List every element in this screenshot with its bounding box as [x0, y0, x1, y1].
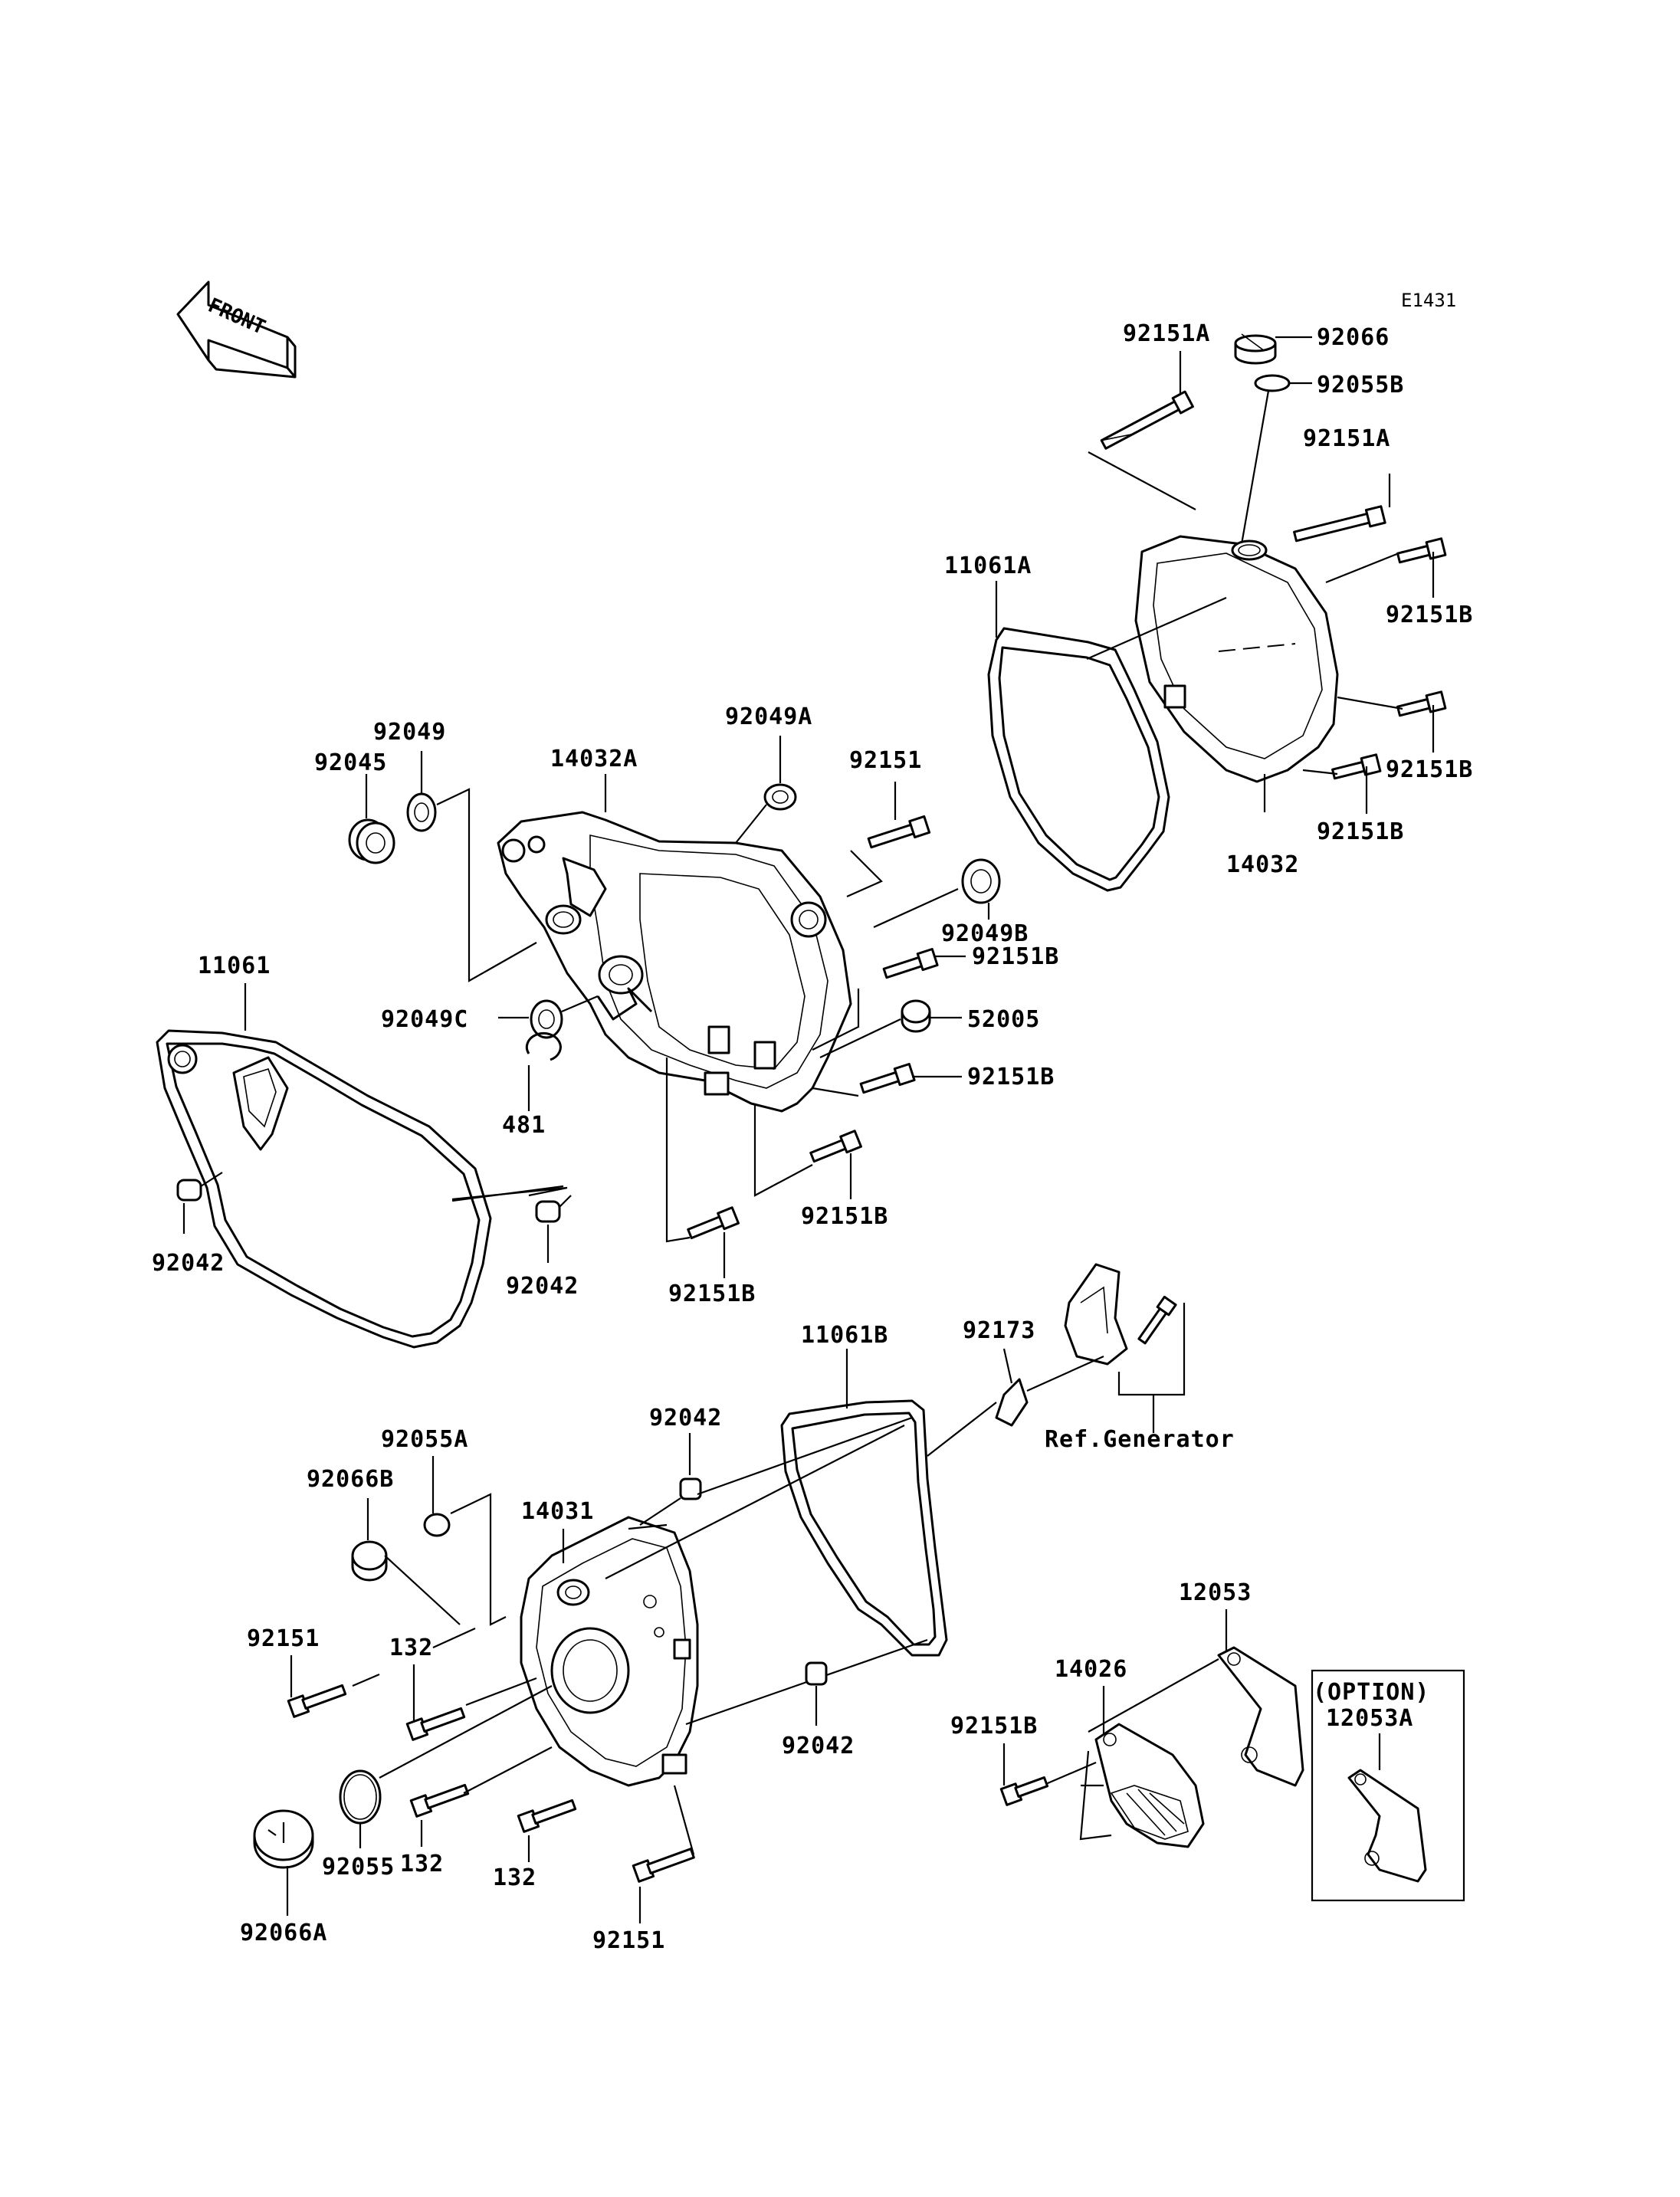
part-label: 92151B	[1386, 756, 1473, 783]
circlip-icon	[525, 1031, 562, 1061]
part-label: 92045	[314, 749, 387, 776]
pickup-coil-icon	[1064, 1263, 1128, 1366]
part-labels: 92151A 92066 92055B 92151A 11061A 92151B…	[152, 320, 1473, 1954]
part-label: 14032	[1226, 851, 1299, 878]
part-label: 92055A	[381, 1426, 468, 1453]
part-label: 92151B	[801, 1203, 888, 1230]
part-label: 14032A	[550, 746, 638, 772]
part-label: 132	[493, 1864, 536, 1891]
option-label: (OPTION)	[1313, 1679, 1430, 1706]
part-label: 92042	[506, 1273, 579, 1300]
part-label: 92042	[649, 1405, 722, 1431]
part-label: 52005	[967, 1006, 1040, 1033]
part-label: 92151	[849, 747, 922, 774]
part-label: 92066B	[307, 1466, 394, 1493]
part-label: 14026	[1055, 1656, 1127, 1683]
clutch-cover-shape	[1134, 535, 1339, 783]
timing-cap-icon	[253, 1809, 314, 1869]
part-label: 92151	[247, 1625, 320, 1652]
part-label: 92151B	[972, 943, 1059, 970]
part-label: 12053A	[1326, 1705, 1413, 1732]
part-label: 92151A	[1303, 425, 1390, 452]
bushing-icon	[901, 999, 931, 1033]
generator-cover-group	[253, 1263, 1465, 1923]
part-label: 11061B	[801, 1322, 888, 1349]
part-label: 481	[502, 1112, 546, 1139]
clutch-cover-inner-shape	[497, 811, 852, 1113]
part-label: 92042	[782, 1733, 855, 1759]
oil-filler-plug-icon	[1234, 333, 1277, 365]
cover-plate-icon	[1217, 1646, 1304, 1787]
part-label: 92055B	[1317, 372, 1404, 398]
clamp-icon	[995, 1378, 1029, 1427]
part-label: 92151B	[1386, 602, 1473, 628]
dowel-pin-icon	[535, 1200, 561, 1223]
part-label: 92049A	[725, 703, 812, 730]
part-label: 92049B	[941, 920, 1029, 947]
part-label: 92066	[1317, 324, 1390, 351]
part-label: 92049C	[381, 1006, 468, 1033]
option-plate-icon	[1347, 1769, 1427, 1883]
clutch-cover-gasket-shape	[987, 627, 1170, 892]
part-label: 132	[400, 1851, 444, 1877]
reference-label: Ref.Generator	[1045, 1426, 1235, 1453]
part-label: 92151B	[950, 1713, 1038, 1740]
part-label: 92151	[592, 1927, 665, 1954]
part-label: 11061	[198, 953, 271, 979]
part-label: 92049	[373, 719, 446, 746]
part-label: 14031	[521, 1498, 594, 1525]
part-label: 92151B	[967, 1064, 1055, 1090]
part-label: 92151B	[668, 1280, 756, 1307]
part-label: 92066A	[240, 1920, 327, 1946]
gasket-11061B-shape	[780, 1399, 948, 1657]
cover-14026-icon	[1094, 1723, 1205, 1848]
part-label: 92173	[963, 1317, 1035, 1344]
part-label: 132	[389, 1635, 433, 1661]
dowel-pin-icon	[176, 1179, 202, 1202]
front-arrow-icon: FRONT	[176, 280, 297, 379]
diagram-code: E1431	[1401, 290, 1456, 311]
part-label: 92042	[152, 1250, 225, 1277]
clutch-cover-inner-group	[348, 736, 1001, 1278]
part-label: 92151B	[1317, 818, 1404, 845]
part-label: 11061A	[944, 553, 1032, 579]
gasket-11061-shape	[156, 1029, 492, 1349]
option-box	[1311, 1669, 1465, 1902]
part-label: 92055	[322, 1854, 395, 1881]
clutch-cover-gasket-group	[156, 983, 572, 1349]
part-label: 12053	[1179, 1579, 1252, 1606]
o-ring-icon	[1254, 374, 1291, 392]
part-label: 92151A	[1123, 320, 1210, 347]
clutch-cover-outer-group	[987, 333, 1447, 892]
